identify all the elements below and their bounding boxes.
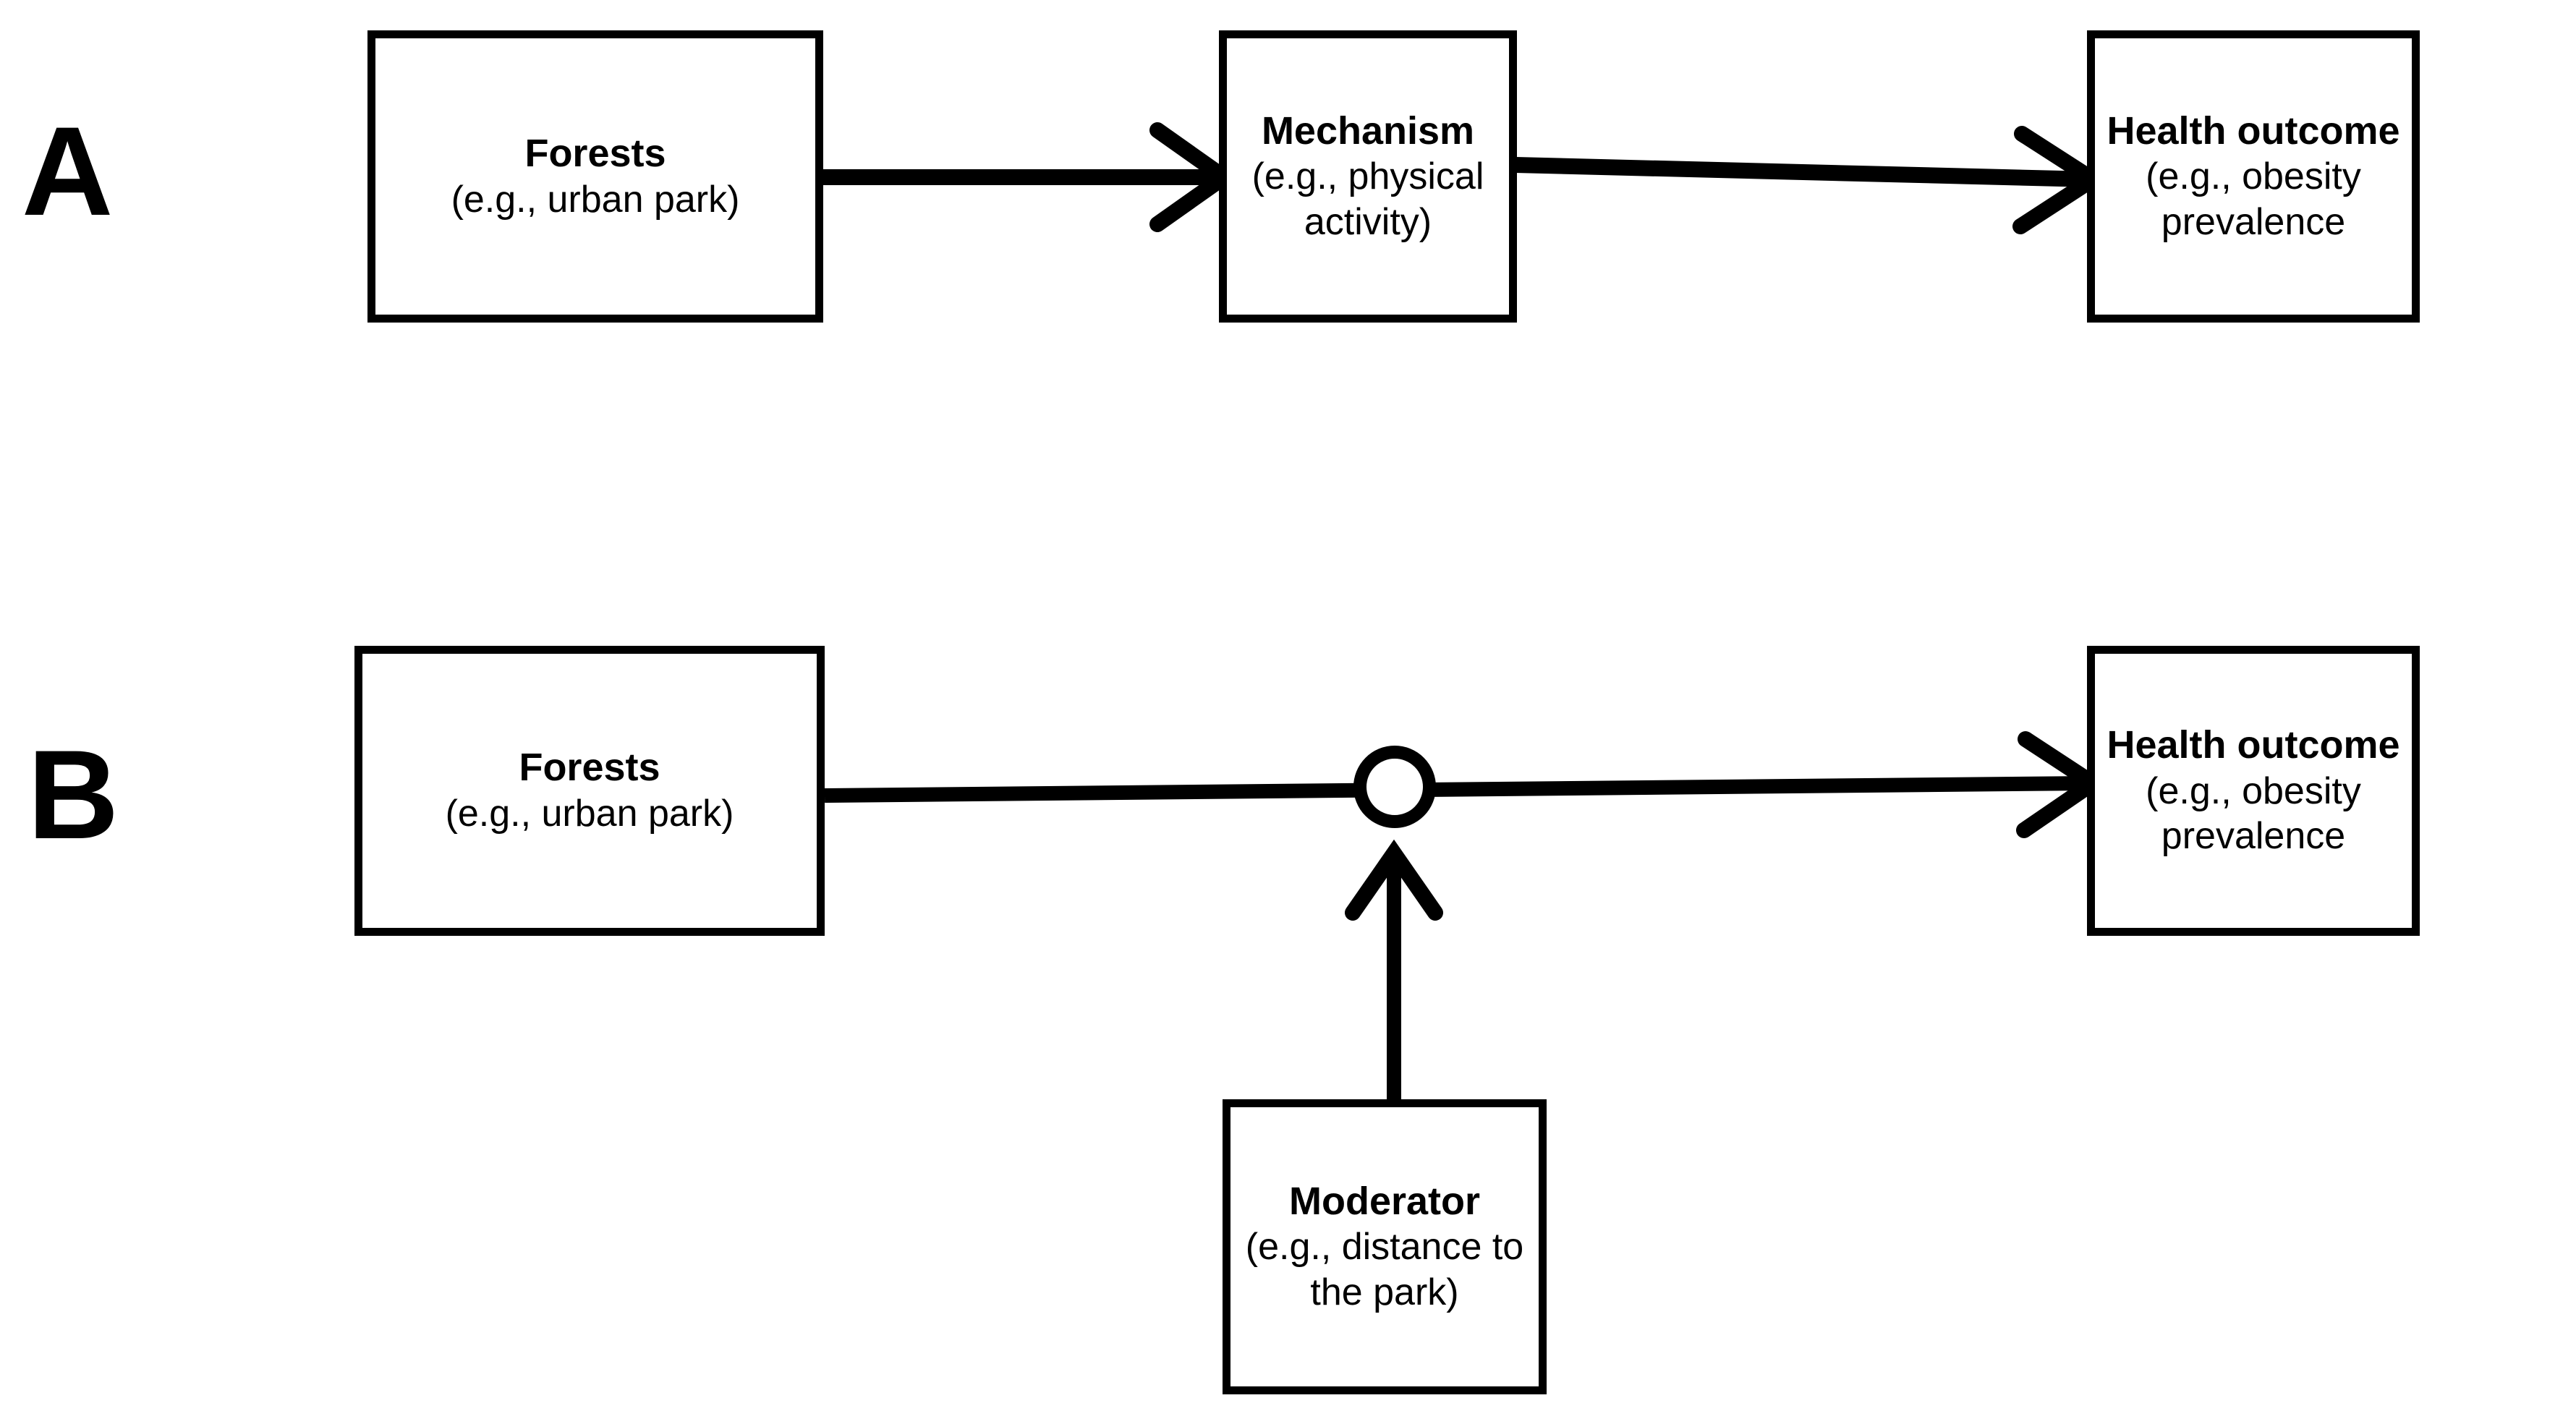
subtitle-line: (e.g., urban park)	[445, 793, 734, 835]
panel-a-node-forests-title: Forests	[524, 131, 666, 175]
edge-forests-to-mechanism	[823, 122, 1238, 232]
subtitle-line: activity)	[1304, 200, 1432, 243]
panel-b-node-moderator: Moderator (e.g., distance to the park)	[1223, 1099, 1547, 1394]
panel-b-node-health-outcome: Health outcome (e.g., obesity prevalence	[2087, 646, 2420, 936]
subtitle-line: prevalence	[2161, 815, 2346, 858]
subtitle-line: the park)	[1310, 1271, 1459, 1313]
panel-a-node-health-outcome-title: Health outcome	[2107, 108, 2400, 153]
panel-b-node-moderator-title: Moderator	[1288, 1179, 1480, 1223]
panel-b-node-health-outcome-title: Health outcome	[2107, 723, 2400, 767]
panel-a-node-forests: Forests (e.g., urban park)	[367, 30, 823, 323]
panel-a-node-mechanism-title: Mechanism	[1261, 108, 1475, 153]
panel-b-node-moderator-subtitle: (e.g., distance to the park)	[1246, 1224, 1523, 1315]
panel-b-node-forests: Forests (e.g., urban park)	[354, 646, 825, 936]
moderation-junction-circle	[1353, 746, 1436, 828]
subtitle-line: (e.g., distance to	[1245, 1226, 1524, 1269]
panel-letter-b: B	[27, 725, 119, 866]
subtitle-line: (e.g., physical	[1251, 155, 1484, 198]
panel-a-node-forests-subtitle: (e.g., urban park)	[451, 177, 740, 222]
edge-moderator-to-junction	[1345, 839, 1443, 1099]
subtitle-line: (e.g., urban park)	[451, 178, 740, 221]
panel-b-node-health-outcome-subtitle: (e.g., obesity prevalence	[2146, 769, 2361, 859]
panel-b-node-forests-subtitle: (e.g., urban park)	[446, 791, 734, 836]
subtitle-line: prevalence	[2161, 200, 2346, 243]
panel-a-node-mechanism: Mechanism (e.g., physical activity)	[1219, 30, 1517, 323]
edge-forests-to-health-outcome	[824, 731, 2107, 838]
panel-a-node-health-outcome: Health outcome (e.g., obesity prevalence	[2087, 30, 2420, 323]
subtitle-line: (e.g., obesity	[2146, 769, 2361, 812]
edge-mechanism-to-health-outcome	[1515, 126, 2108, 234]
panel-b-node-forests-title: Forests	[519, 746, 660, 790]
subtitle-line: (e.g., obesity	[2146, 155, 2361, 198]
panel-letter-a: A	[22, 101, 114, 242]
panel-a-node-mechanism-subtitle: (e.g., physical activity)	[1252, 154, 1484, 244]
panel-a-node-health-outcome-subtitle: (e.g., obesity prevalence	[2146, 154, 2361, 244]
